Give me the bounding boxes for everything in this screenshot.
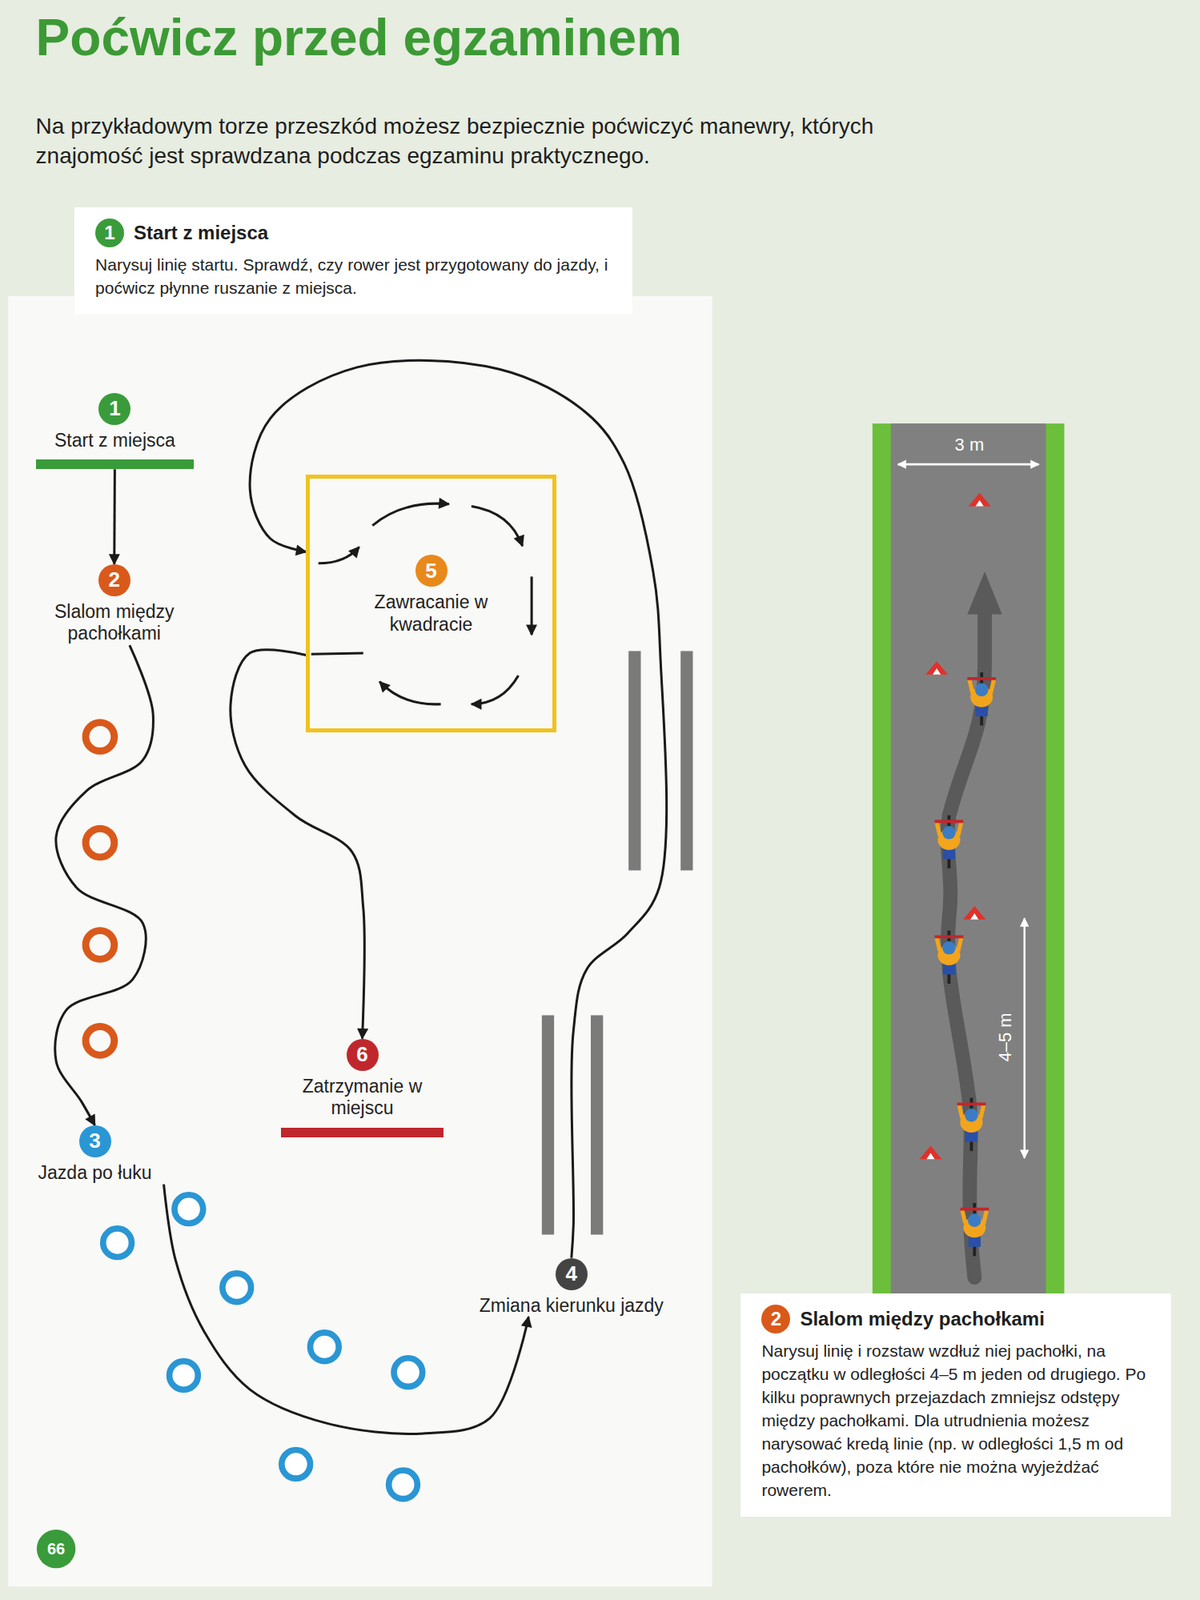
- page-title: Poćwicz przed egzaminem: [36, 8, 683, 68]
- road-illustration: [872, 423, 1065, 1304]
- u-turn-arrow: [471, 675, 519, 705]
- arc-cone: [281, 1449, 311, 1479]
- dimension-label: 3 m: [955, 434, 985, 456]
- lane-line: [628, 650, 641, 871]
- callout-number: 3: [79, 1125, 112, 1158]
- arc-cone: [103, 1195, 423, 1500]
- instruction-box: 1 Start z miejscaNarysuj linię startu. Sp…: [74, 207, 633, 315]
- course-station: 2Slalom między pachołkami: [37, 564, 191, 646]
- road-illustration: [968, 493, 992, 507]
- page-number: 66: [47, 1539, 65, 1558]
- u-turn-arrow: [530, 576, 534, 635]
- road-illustration: [1023, 918, 1026, 1159]
- callout-number: 6: [346, 1039, 379, 1072]
- callout-number: 4: [555, 1258, 588, 1291]
- road-illustration: [890, 423, 1047, 1304]
- u-turn-arrow: [311, 503, 532, 705]
- arc-cone: [389, 1470, 418, 1500]
- road-illustration: [935, 931, 964, 984]
- slalom-cone: [85, 722, 115, 1056]
- road-illustration: [967, 672, 996, 726]
- callout-number: 1: [98, 393, 131, 426]
- arc-cone: [393, 1358, 423, 1388]
- callout-number: 2: [98, 564, 131, 597]
- u-turn-arrow: [471, 505, 523, 546]
- route-arrow: [55, 645, 154, 1126]
- station-label: Zatrzymanie w miejscu: [296, 1075, 430, 1120]
- road-illustration: [925, 661, 948, 675]
- u-turn-arrow: [311, 653, 364, 655]
- callout-number: 1: [95, 218, 125, 248]
- station-label: Zmiana kierunku jazdy: [479, 1295, 664, 1318]
- road-illustration: [963, 906, 986, 920]
- u-turn-arrow: [318, 546, 360, 563]
- box-title: Start z miejsca: [133, 221, 269, 245]
- road-illustration: [957, 1098, 987, 1152]
- road-illustration: [898, 463, 1040, 466]
- instruction-box: 2 Slalom między pachołkamiNarysuj linię i…: [740, 1293, 1172, 1518]
- arc-cone: [174, 1195, 204, 1225]
- station-label: Zawracanie w kwadracie: [365, 591, 498, 636]
- box-heading: 2 Slalom między pachołkami: [761, 1304, 1151, 1334]
- arc-cone: [169, 1361, 199, 1391]
- slalom-cone: [85, 931, 115, 960]
- route-arrow: [164, 1184, 530, 1435]
- arc-cone: [103, 1228, 133, 1258]
- course-station: 3Jazda po łuku: [18, 1125, 172, 1185]
- station-label: Start z miejsca: [54, 429, 176, 453]
- road-illustration: [919, 1146, 942, 1160]
- dimension-label: 4–5 m: [995, 1013, 1016, 1063]
- slalom-cone: [85, 828, 115, 858]
- road-illustration: [935, 815, 964, 869]
- ground-line: [36, 459, 195, 470]
- callout-number: 2: [761, 1304, 791, 1334]
- lane-line: [541, 1015, 554, 1235]
- page-number-disc: [36, 1529, 76, 1569]
- ground-line: [280, 1127, 445, 1138]
- lane-line: [680, 650, 693, 871]
- box-body: Narysuj linię i rozstaw wzdłuż niej pach…: [761, 1340, 1151, 1503]
- route-arrow: [112, 469, 117, 565]
- route-arrow: [249, 360, 667, 1258]
- u-turn-arrow: [379, 682, 441, 705]
- lane-line: [590, 1015, 603, 1235]
- route-arrow: [230, 650, 365, 1040]
- road-illustration: [967, 571, 1002, 615]
- course-station: 4Zmiana kierunku jazdy: [464, 1258, 679, 1318]
- course-station: 6Zatrzymanie w miejscu: [280, 1039, 445, 1138]
- box-title: Slalom między pachołkami: [799, 1308, 1044, 1331]
- intro-text: Na przykładowym torze przeszkód możesz b…: [36, 112, 886, 171]
- slalom-cone: [85, 1026, 115, 1056]
- station-label: Jazda po łuku: [38, 1162, 153, 1185]
- callout-number: 5: [415, 554, 448, 587]
- road-illustration: [959, 1203, 989, 1257]
- station-label: Slalom między pachołkami: [37, 601, 191, 646]
- box-heading: 1 Start z miejsca: [95, 218, 612, 248]
- course-panel: [8, 296, 713, 1587]
- course-panel: [8, 296, 713, 1587]
- page-number-disc: [36, 1529, 76, 1569]
- course-station: 1Start z miejsca: [36, 393, 195, 470]
- u-turn-arrow: [372, 503, 450, 526]
- arc-cone: [309, 1332, 339, 1362]
- road-illustration: [872, 423, 1065, 1304]
- slalom-cone: [85, 722, 115, 752]
- turn-square: 5Zawracanie w kwadracie: [305, 474, 556, 733]
- box-body: Narysuj linię startu. Sprawdź, czy rower…: [95, 253, 612, 301]
- arc-cone: [222, 1273, 252, 1303]
